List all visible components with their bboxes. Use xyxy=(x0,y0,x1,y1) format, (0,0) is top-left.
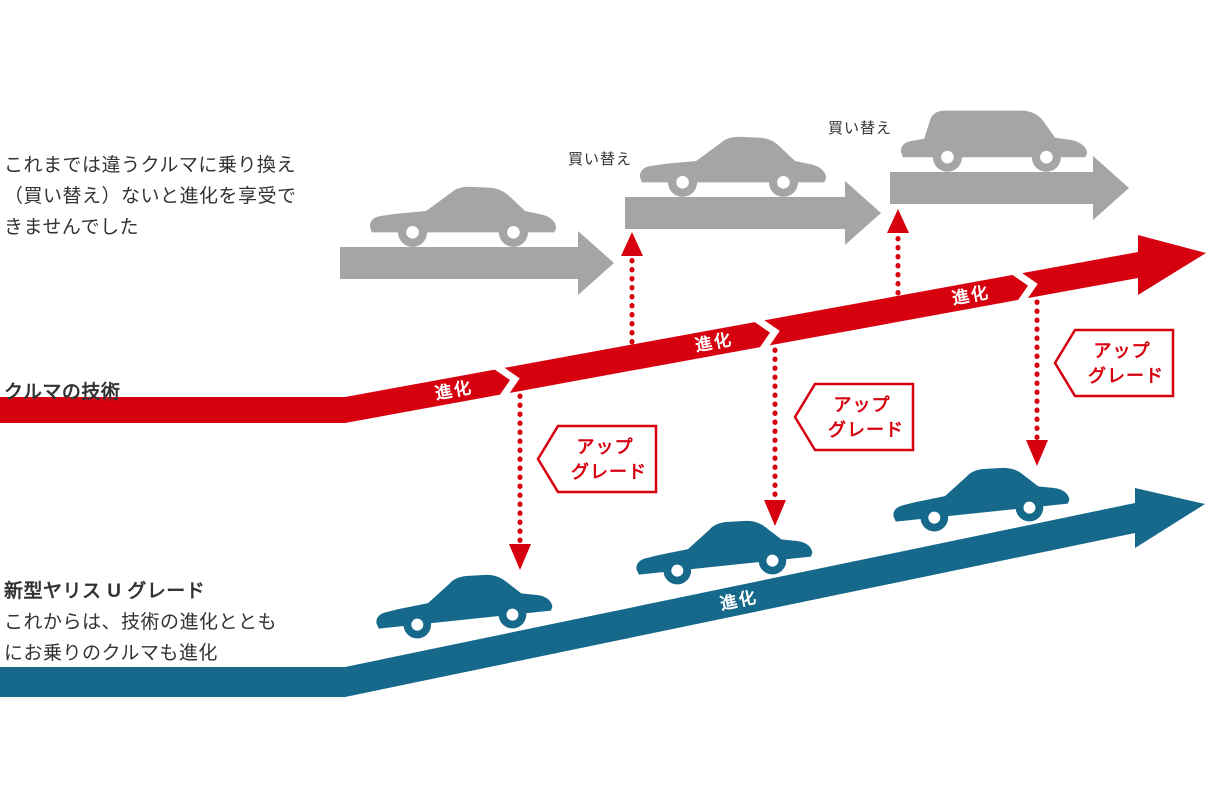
upgrade-badge-2: アップ グレード xyxy=(793,382,915,452)
dotted-arrow-up-1 xyxy=(621,232,643,345)
upgrade-badge-3-line1: アップ xyxy=(1094,340,1151,361)
gray-step-arrow-1 xyxy=(340,231,614,295)
gray-sedan-2-icon xyxy=(639,136,827,197)
dotted-arrow-down-1 xyxy=(509,393,531,570)
past-note-line-2: （買い替え）ないと進化を享受で xyxy=(4,186,297,207)
dotted-arrow-down-3 xyxy=(1026,299,1048,466)
buy-again-label-2: 買い替え xyxy=(828,120,892,137)
teal-yaris-band xyxy=(0,488,1205,697)
red-band-chevron-1 xyxy=(494,363,520,400)
red-band-chevron-2 xyxy=(754,316,780,353)
future-note-line-1: これからは、技術の進化ととも xyxy=(4,612,278,633)
gray-suv-icon xyxy=(900,110,1088,172)
past-note-line-1: これまでは違うクルマに乗り換え xyxy=(4,155,296,176)
upgrade-badge-2-line1: アップ xyxy=(834,394,891,415)
red-technology-band xyxy=(0,235,1206,423)
upgrade-badge-3: アップ グレード xyxy=(1053,328,1175,398)
past-note-line-3: きませんでした xyxy=(4,217,139,238)
car-technology-label: クルマの技術 xyxy=(4,382,121,403)
gray-step-arrow-3 xyxy=(890,156,1129,220)
upgrade-badge-1-line1: アップ xyxy=(577,436,634,457)
future-explanation-note: 新型ヤリス U グレード これからは、技術の進化ととも にお乗りのクルマも進化 xyxy=(4,576,277,669)
gray-step-arrow-2 xyxy=(625,181,881,245)
upgrade-badge-2-line2: グレード xyxy=(828,419,904,440)
upgrade-badge-1-line2: グレード xyxy=(571,461,647,482)
yaris-grade-title: 新型ヤリス U グレード xyxy=(4,581,206,602)
gray-sedan-1-icon xyxy=(369,186,557,247)
buy-again-label-1: 買い替え xyxy=(568,151,632,168)
dotted-arrow-up-2 xyxy=(887,209,909,296)
upgrade-badge-1: アップ グレード xyxy=(536,424,658,494)
future-note-line-2: にお乗りのクルマも進化 xyxy=(4,643,218,664)
dotted-arrow-down-2 xyxy=(764,347,786,526)
past-explanation-note: これまでは違うクルマに乗り換え （買い替え）ないと進化を享受で きませんでした xyxy=(4,150,297,243)
red-band-chevron-3 xyxy=(1012,269,1038,306)
upgrade-badge-3-line2: グレード xyxy=(1088,365,1164,386)
